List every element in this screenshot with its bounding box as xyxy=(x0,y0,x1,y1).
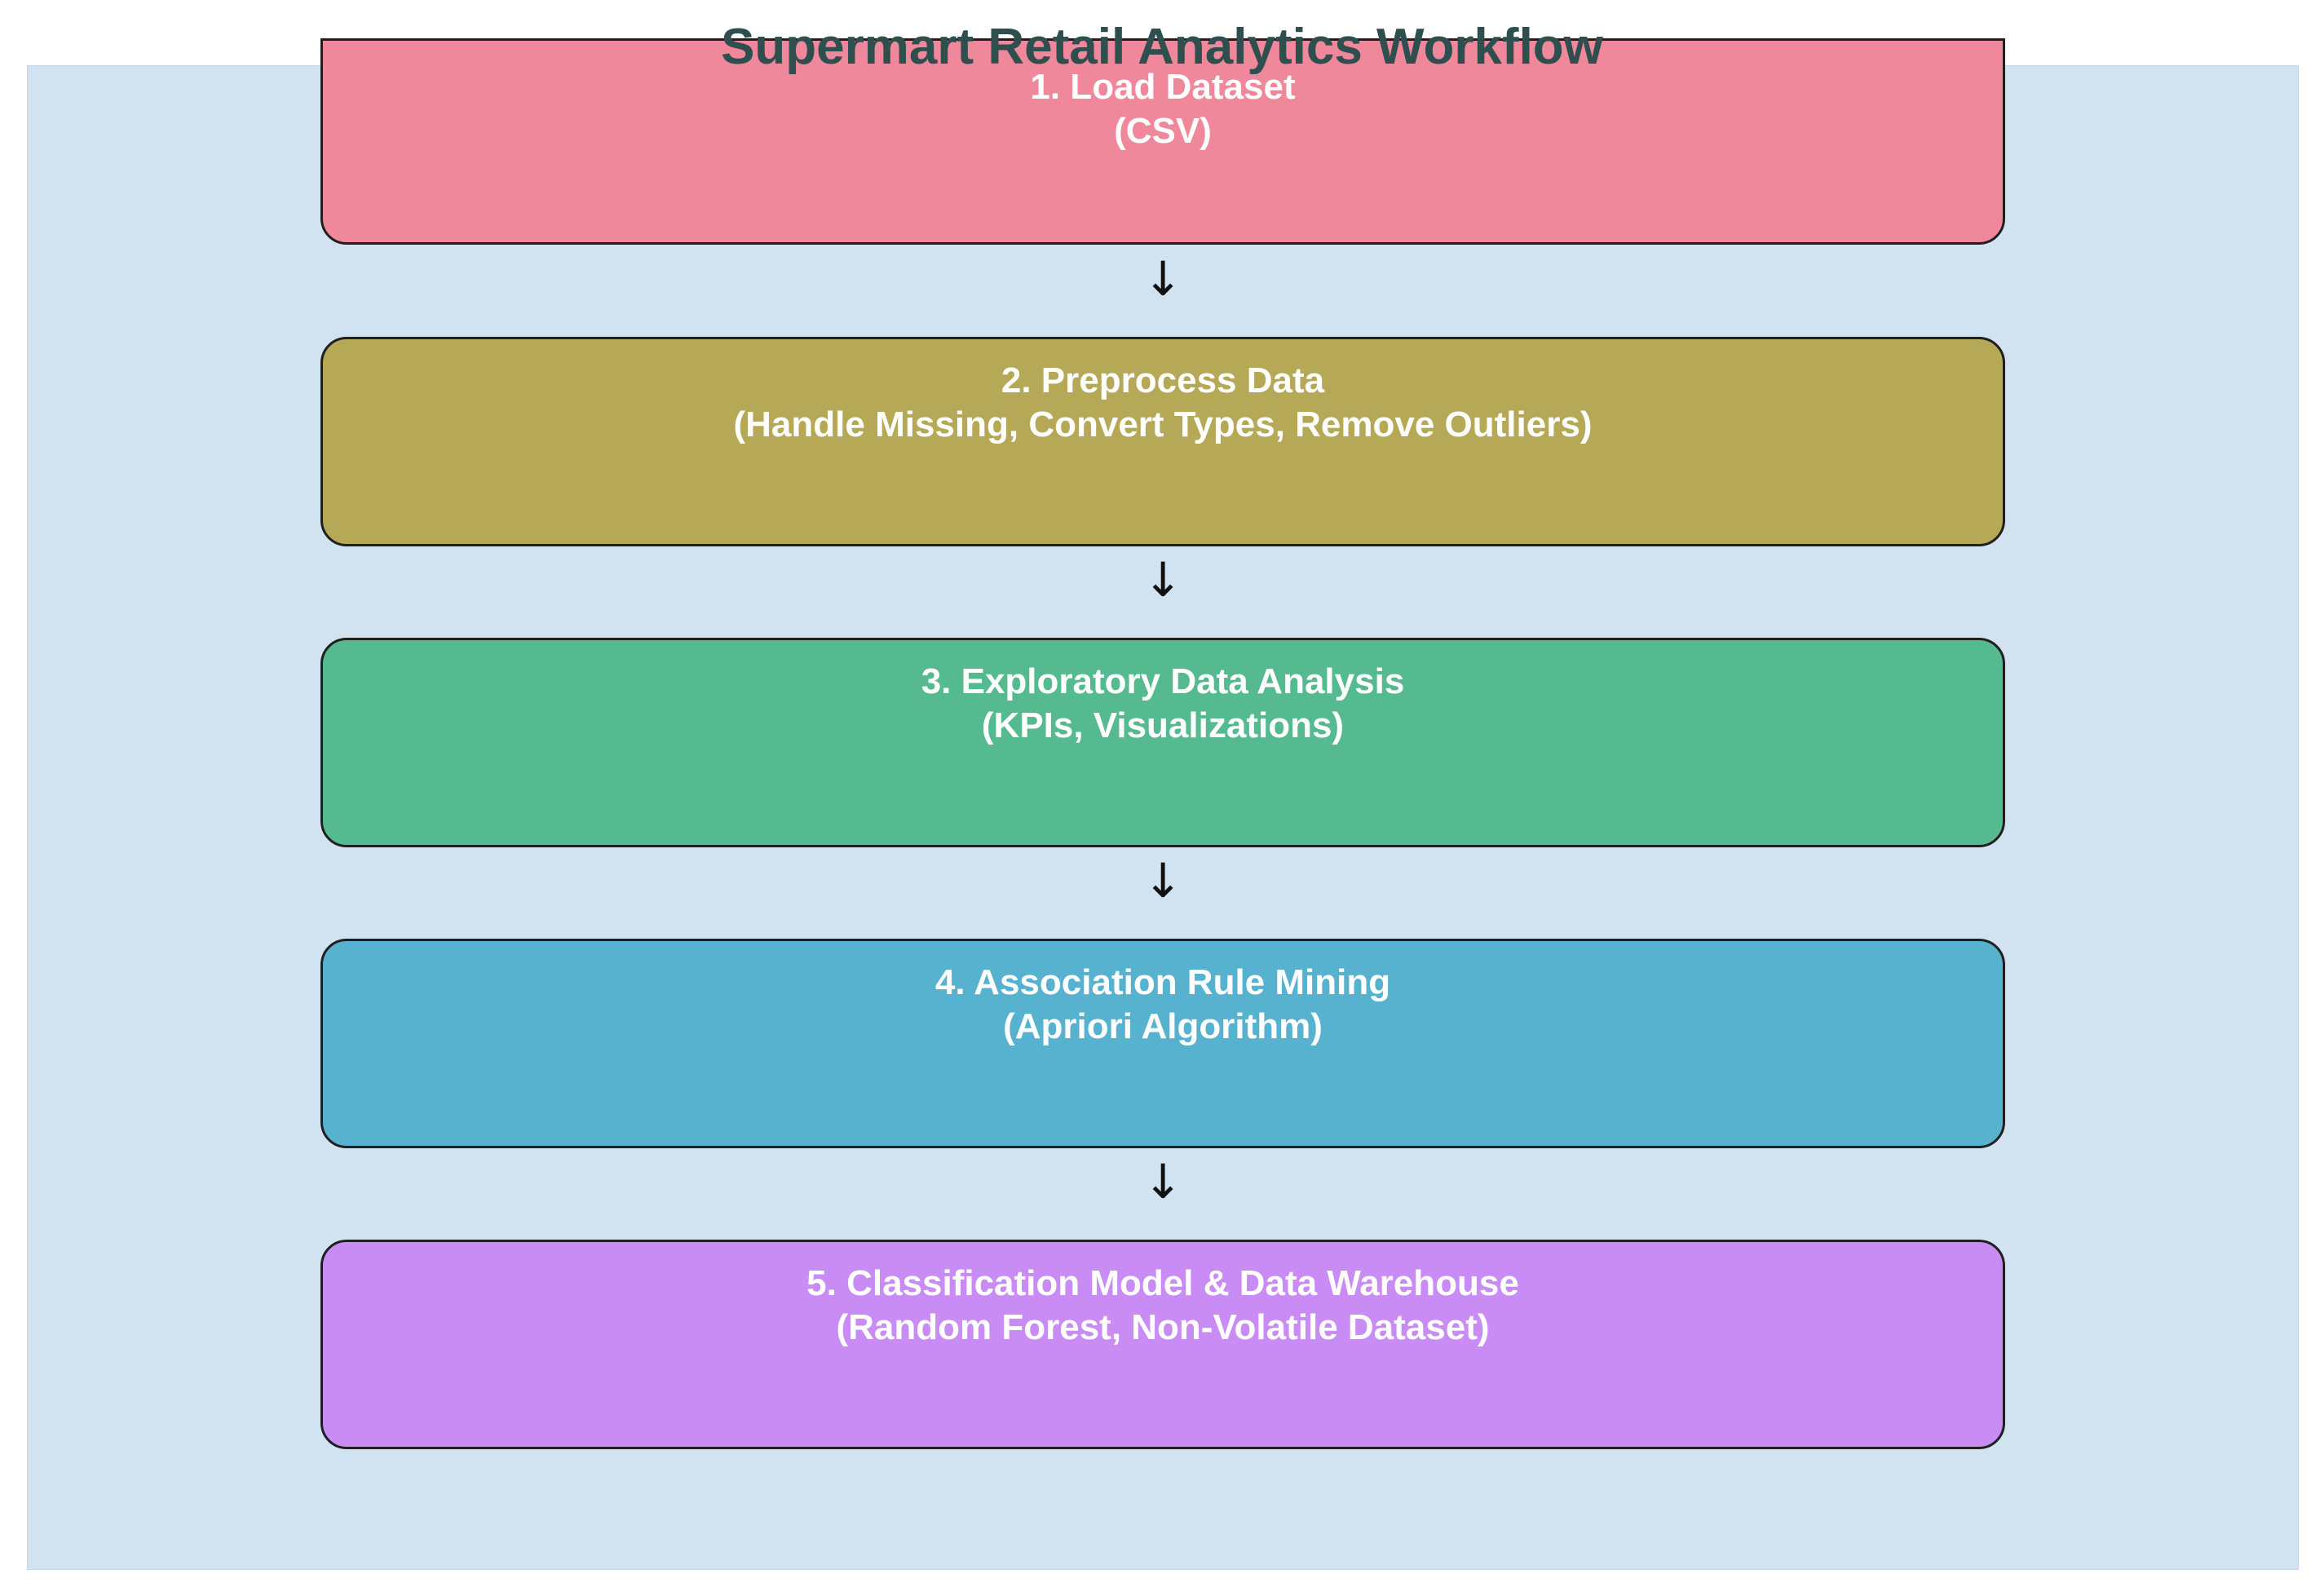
step-title: 1. Load Dataset xyxy=(1030,67,1296,107)
step-title: 5. Classification Model & Data Warehouse xyxy=(806,1263,1519,1303)
flow-arrow-3: ↓ xyxy=(1142,853,1183,909)
flow-arrow-4: ↓ xyxy=(1142,1154,1183,1209)
step-detail: (CSV) xyxy=(1114,111,1212,151)
step-text: 4. Association Rule Mining (Apriori Algo… xyxy=(323,961,2003,1049)
step-detail: (Handle Missing, Convert Types, Remove O… xyxy=(733,405,1593,444)
step-title: 2. Preprocess Data xyxy=(1001,360,1325,400)
step-detail: (KPIs, Visualizations) xyxy=(981,705,1345,745)
step-preprocess-data: 2. Preprocess Data (Handle Missing, Conv… xyxy=(320,337,2005,546)
step-detail: (Apriori Algorithm) xyxy=(1003,1006,1323,1046)
diagram-title: Supermart Retail Analytics Workflow xyxy=(721,19,1603,75)
flow-arrow-2: ↓ xyxy=(1142,552,1183,608)
step-text: 3. Exploratory Data Analysis (KPIs, Visu… xyxy=(323,660,2003,748)
step-title: 3. Exploratory Data Analysis xyxy=(921,661,1405,701)
step-classification-warehouse: 5. Classification Model & Data Warehouse… xyxy=(320,1240,2005,1449)
step-detail: (Random Forest, Non-Volatile Dataset) xyxy=(836,1307,1490,1347)
step-text: 5. Classification Model & Data Warehouse… xyxy=(323,1262,2003,1350)
step-text: 2. Preprocess Data (Handle Missing, Conv… xyxy=(323,359,2003,447)
step-load-dataset: 1. Load Dataset (CSV) xyxy=(320,38,2005,245)
flow-arrow-1: ↓ xyxy=(1142,251,1183,307)
step-association-rule-mining: 4. Association Rule Mining (Apriori Algo… xyxy=(320,939,2005,1148)
step-exploratory-analysis: 3. Exploratory Data Analysis (KPIs, Visu… xyxy=(320,638,2005,847)
step-text: 1. Load Dataset (CSV) xyxy=(323,65,2003,153)
step-title: 4. Association Rule Mining xyxy=(934,962,1391,1002)
